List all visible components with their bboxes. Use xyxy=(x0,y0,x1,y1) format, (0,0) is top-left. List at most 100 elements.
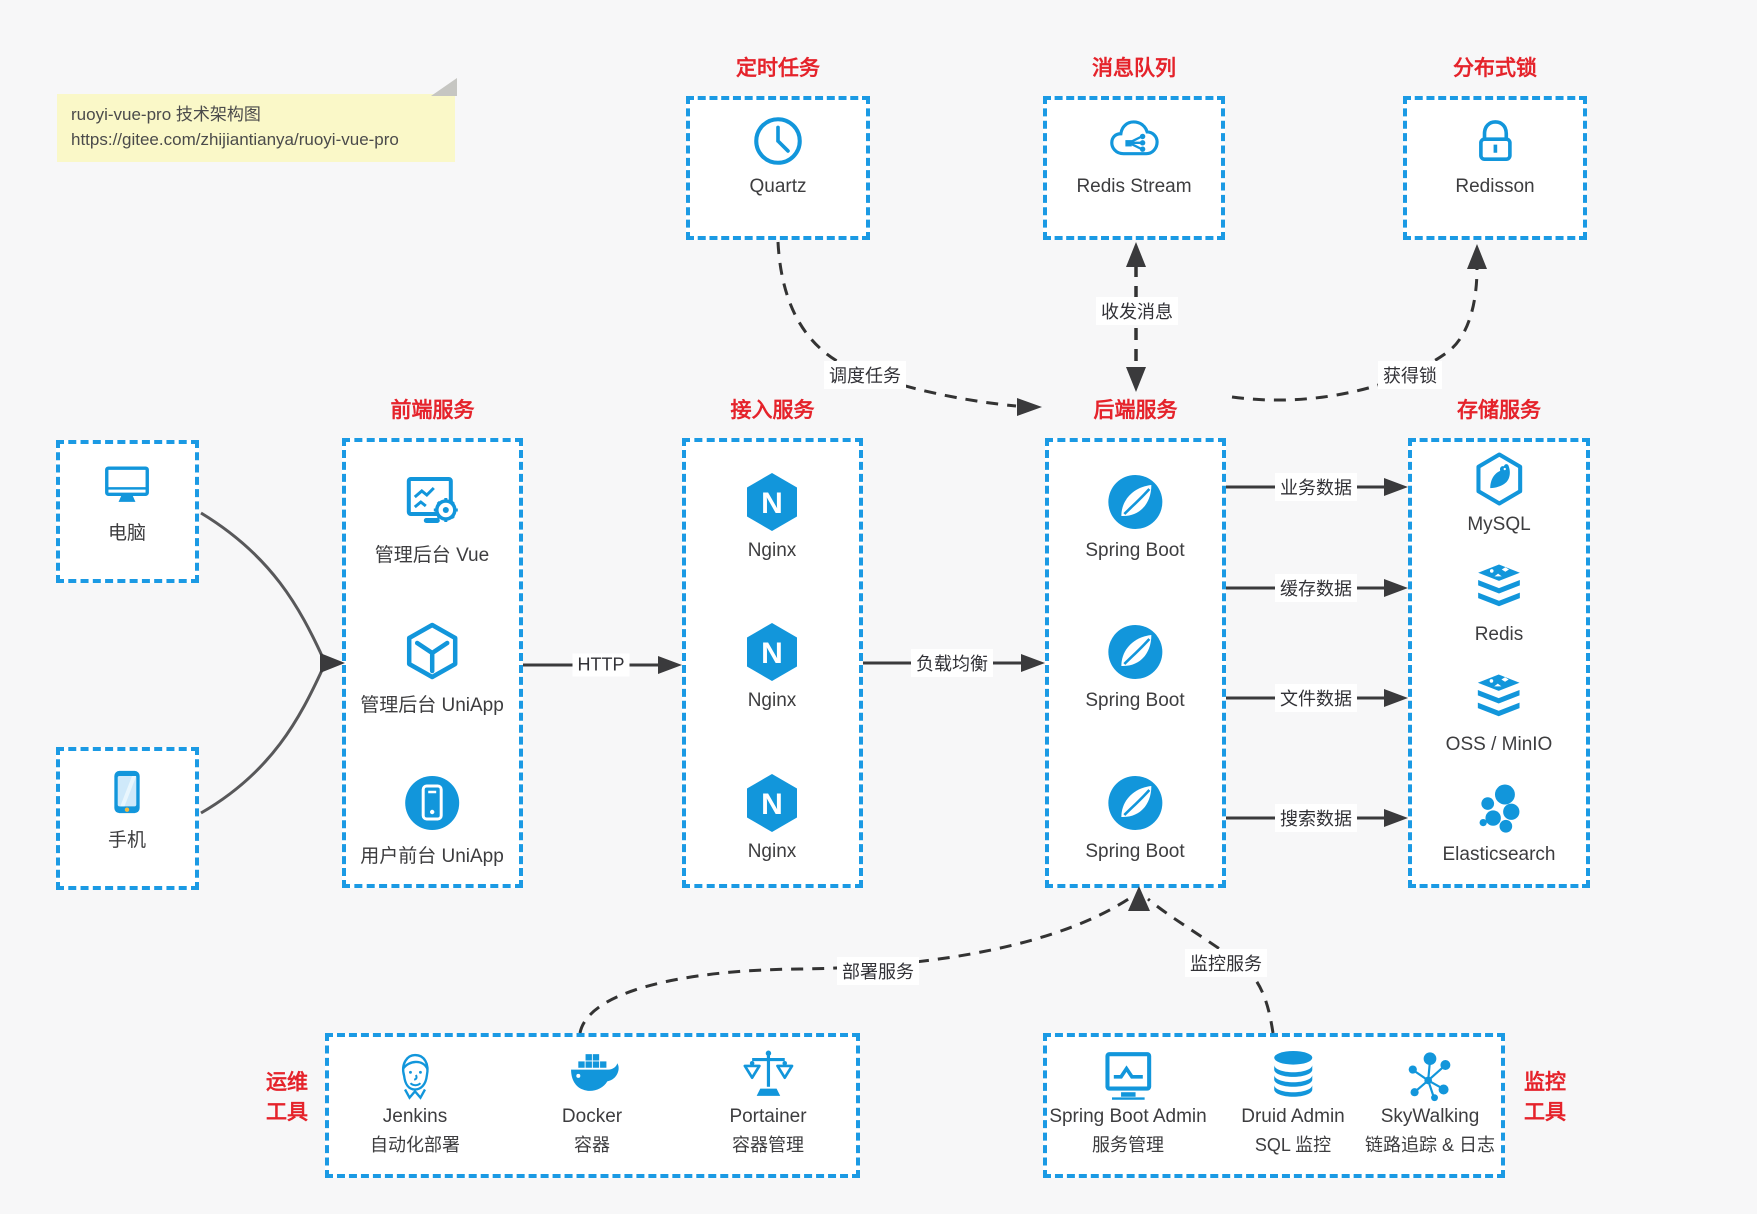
box-ops-tools xyxy=(325,1033,860,1178)
arrowhead-message-up xyxy=(1126,242,1146,267)
edge-label-cache: 缓存数据 xyxy=(1275,574,1357,602)
node-nginx-3: Nginx xyxy=(740,771,804,863)
circle-phone-icon xyxy=(400,771,464,835)
node-label-elasticsearch: Elasticsearch xyxy=(1442,844,1556,865)
scales-icon xyxy=(739,1046,797,1104)
box-storage xyxy=(1408,438,1590,888)
node-label-redis-stream: Redis Stream xyxy=(1076,176,1192,197)
storage-stack-icon xyxy=(1470,670,1528,728)
node-nginx-2: Nginx xyxy=(740,620,804,712)
node-desc-docker: 容器 xyxy=(574,1135,610,1155)
node-label-mysql: MySQL xyxy=(1467,514,1531,535)
node-docker: Docker 容器 xyxy=(562,1046,622,1157)
node-nginx-1: Nginx xyxy=(740,470,804,562)
title-distributed-lock: 分布式锁 xyxy=(1453,57,1537,80)
edge-label-monitoring: 监控服务 xyxy=(1185,949,1267,977)
spring-leaf-icon xyxy=(1103,771,1167,835)
node-label-springboot-2: Spring Boot xyxy=(1085,690,1185,711)
node-springboot-2: Spring Boot xyxy=(1085,620,1185,712)
arrowhead-business-data xyxy=(1384,478,1408,496)
cube-icon xyxy=(400,620,464,684)
jenkins-icon xyxy=(386,1046,444,1104)
lock-icon xyxy=(1466,112,1524,170)
title-ops-line2: 工具 xyxy=(266,1101,308,1124)
edge-pc-to-frontend xyxy=(200,511,325,659)
arrowhead-cache-data xyxy=(1384,579,1408,597)
node-label-quartz: Quartz xyxy=(749,176,807,197)
nginx-icon xyxy=(740,620,804,684)
node-label-springboot-1: Spring Boot xyxy=(1085,540,1185,561)
arrowhead-search-data xyxy=(1384,809,1408,827)
title-monitor-line1: 监控 xyxy=(1524,1071,1566,1094)
node-admin-uniapp: 管理后台 UniApp xyxy=(360,620,504,717)
node-pc: 电脑 xyxy=(100,458,154,545)
edge-label-load-balance: 负载均衡 xyxy=(911,649,993,677)
note-url: https://gitee.com/zhijiantianya/ruoyi-vu… xyxy=(71,130,399,149)
node-jenkins: Jenkins 自动化部署 xyxy=(370,1046,460,1157)
node-mysql: MySQL xyxy=(1467,450,1531,536)
cloud-network-icon xyxy=(1105,112,1163,170)
node-redis: Redis xyxy=(1470,560,1528,646)
node-label-oss: OSS / MinIO xyxy=(1445,734,1553,755)
title-frontend: 前端服务 xyxy=(390,399,475,422)
node-label-sba: Spring Boot Admin xyxy=(1049,1106,1207,1127)
arrowhead-message-down xyxy=(1126,367,1146,392)
edge-label-message: 收发消息 xyxy=(1096,297,1178,325)
node-elasticsearch: Elasticsearch xyxy=(1443,780,1556,866)
nginx-icon xyxy=(740,771,804,835)
node-label-skywalking: SkyWalking xyxy=(1380,1106,1480,1127)
desktop-icon xyxy=(100,458,154,512)
admin-screen-gear-icon xyxy=(400,470,464,534)
molecule-network-icon xyxy=(1401,1046,1459,1104)
node-oss-minio: OSS / MinIO xyxy=(1445,670,1553,756)
elasticsearch-icon xyxy=(1470,780,1528,838)
arrowhead-file-data xyxy=(1384,689,1408,707)
node-label-user-uniapp: 用户前台 UniApp xyxy=(360,846,504,867)
spring-leaf-icon xyxy=(1103,620,1167,684)
title-message-queue: 消息队列 xyxy=(1092,57,1176,80)
monitor-chart-icon xyxy=(1099,1046,1157,1104)
title-gateway: 接入服务 xyxy=(730,399,815,422)
database-icon xyxy=(1264,1046,1322,1104)
node-label-portainer: Portainer xyxy=(729,1106,807,1127)
box-mobile-client xyxy=(56,747,199,890)
title-backend: 后端服务 xyxy=(1093,399,1178,422)
node-mobile: 手机 xyxy=(100,765,154,852)
sticky-note: ruoyi-vue-pro 技术架构图 https://gitee.com/zh… xyxy=(57,78,457,162)
edge-label-schedule: 调度任务 xyxy=(824,361,906,389)
note-title: ruoyi-vue-pro 技术架构图 xyxy=(71,105,261,124)
redis-stack-icon xyxy=(1470,560,1528,618)
node-skywalking: SkyWalking 链路追踪 & 日志 xyxy=(1365,1046,1495,1157)
node-springboot-admin: Spring Boot Admin 服务管理 xyxy=(1049,1046,1207,1157)
node-label-admin-uniapp: 管理后台 UniApp xyxy=(360,695,504,716)
node-desc-sba: 服务管理 xyxy=(1092,1135,1164,1155)
node-quartz: Quartz xyxy=(749,112,807,198)
title-ops-tools: 运维 工具 xyxy=(256,1068,318,1128)
nginx-icon xyxy=(740,470,804,534)
node-label-nginx-2: Nginx xyxy=(747,690,797,711)
node-springboot-1: Spring Boot xyxy=(1085,470,1185,562)
title-scheduled-tasks: 定时任务 xyxy=(736,57,820,80)
edge-label-lock: 获得锁 xyxy=(1378,361,1442,389)
box-redis-stream xyxy=(1043,96,1225,240)
node-label-nginx-3: Nginx xyxy=(747,841,797,862)
node-label-admin-vue: 管理后台 Vue xyxy=(374,545,490,566)
title-storage: 存储服务 xyxy=(1457,399,1541,422)
node-druid-admin: Druid Admin SQL 监控 xyxy=(1241,1046,1345,1157)
edge-label-business: 业务数据 xyxy=(1275,473,1357,501)
node-label-pc: 电脑 xyxy=(107,523,146,544)
title-monitor-line2: 工具 xyxy=(1524,1101,1566,1124)
clock-icon xyxy=(749,112,807,170)
title-ops-line1: 运维 xyxy=(266,1071,308,1094)
title-monitor-tools: 监控 工具 xyxy=(1514,1068,1576,1128)
node-redisson: Redisson xyxy=(1455,112,1535,198)
phone-icon xyxy=(100,765,154,819)
edge-label-file: 文件数据 xyxy=(1275,684,1357,712)
docker-icon xyxy=(563,1046,621,1104)
arrowhead-load-balance xyxy=(1021,654,1045,672)
node-user-uniapp: 用户前台 UniApp xyxy=(360,771,504,868)
node-portainer: Portainer 容器管理 xyxy=(729,1046,807,1157)
node-desc-portainer: 容器管理 xyxy=(731,1135,804,1155)
edge-label-http: HTTP xyxy=(572,653,630,677)
